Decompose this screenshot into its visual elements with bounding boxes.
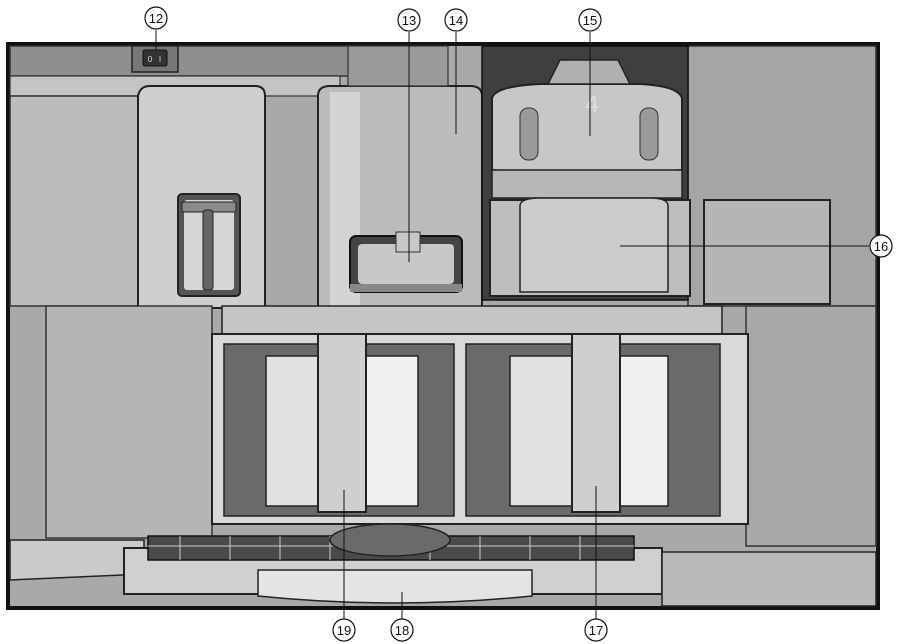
- svg-text:13: 13: [402, 13, 416, 28]
- outlet-shelf: [221, 305, 723, 335]
- lower-right-panel: [745, 305, 877, 547]
- spout-right[interactable]: [571, 333, 621, 513]
- callout-16: 16: [869, 234, 893, 258]
- left-body-panel: [9, 95, 141, 307]
- tray-front-curve: [257, 569, 533, 604]
- container-mark: 4: [585, 91, 598, 118]
- bean-container[interactable]: 4: [491, 59, 683, 199]
- svg-text:18: 18: [395, 623, 409, 638]
- top-strip: [9, 45, 351, 77]
- svg-text:16: 16: [874, 239, 888, 254]
- central-top-cap: [347, 45, 449, 87]
- spout-left[interactable]: [317, 333, 367, 513]
- cup-left-b: [363, 355, 419, 507]
- svg-text:19: 19: [337, 623, 351, 638]
- callout-13: 13: [397, 8, 421, 32]
- grinder-cylinder: [519, 197, 669, 293]
- leader-lines: [155, 30, 869, 619]
- lever-stem: [202, 209, 214, 291]
- switch-on-mark: I: [159, 55, 161, 64]
- callout-15: 15: [578, 8, 602, 32]
- callout-17: 17: [584, 618, 608, 642]
- tray-center-hump: [329, 523, 451, 557]
- right-box: [703, 199, 831, 305]
- power-switch[interactable]: 0 I: [131, 45, 179, 73]
- lower-left-panel: [45, 305, 213, 539]
- switch-off-mark: 0: [148, 55, 153, 64]
- callout-18: 18: [390, 618, 414, 642]
- svg-text:12: 12: [149, 11, 163, 26]
- svg-text:14: 14: [449, 13, 463, 28]
- callout-12: 12: [144, 6, 168, 30]
- callout-14: 14: [444, 8, 468, 32]
- callout-19: 19: [332, 618, 356, 642]
- cup-right-b: [619, 355, 669, 507]
- tray-right-block: [661, 551, 877, 607]
- cover-flap[interactable]: [349, 231, 463, 293]
- svg-text:15: 15: [583, 13, 597, 28]
- svg-text:17: 17: [589, 623, 603, 638]
